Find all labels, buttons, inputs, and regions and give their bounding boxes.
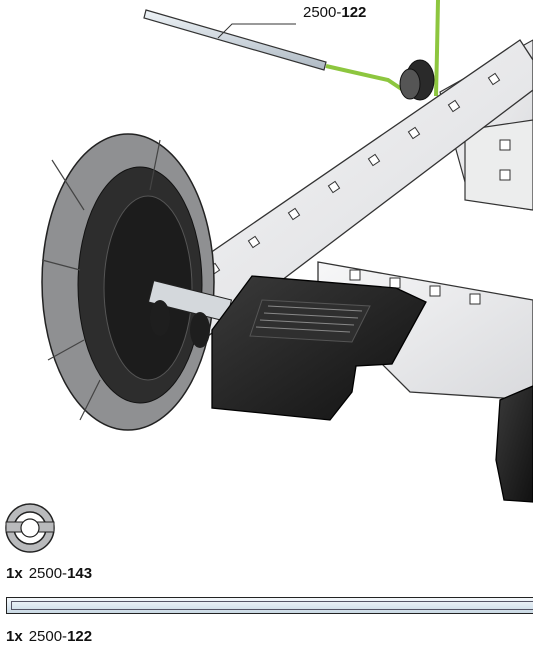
axle-part-callout: 2500-122 xyxy=(303,4,366,22)
motor-partial xyxy=(495,385,533,503)
callout-prefix: 2500- xyxy=(303,4,342,21)
bom-qty: 1x xyxy=(6,565,23,582)
axle-icon xyxy=(6,597,533,614)
bom-part-number: 143 xyxy=(67,565,93,582)
bom-row-axle: 1x 2500-122 xyxy=(6,628,92,646)
motor xyxy=(211,275,427,421)
spacer-icon xyxy=(5,503,55,553)
bom-part-prefix: 2500- xyxy=(28,565,68,582)
axle-callout-part xyxy=(143,9,327,71)
callout-number: 122 xyxy=(341,4,367,21)
bom-qty: 1x xyxy=(6,628,23,645)
bom-part-number: 122 xyxy=(67,628,93,645)
shaft-collar xyxy=(399,59,435,101)
wheel xyxy=(41,133,215,431)
bom-row-spacer: 1x 2500-143 xyxy=(6,565,92,583)
bom-part-prefix: 2500- xyxy=(28,628,68,645)
drive-shaft-stack xyxy=(147,280,233,348)
